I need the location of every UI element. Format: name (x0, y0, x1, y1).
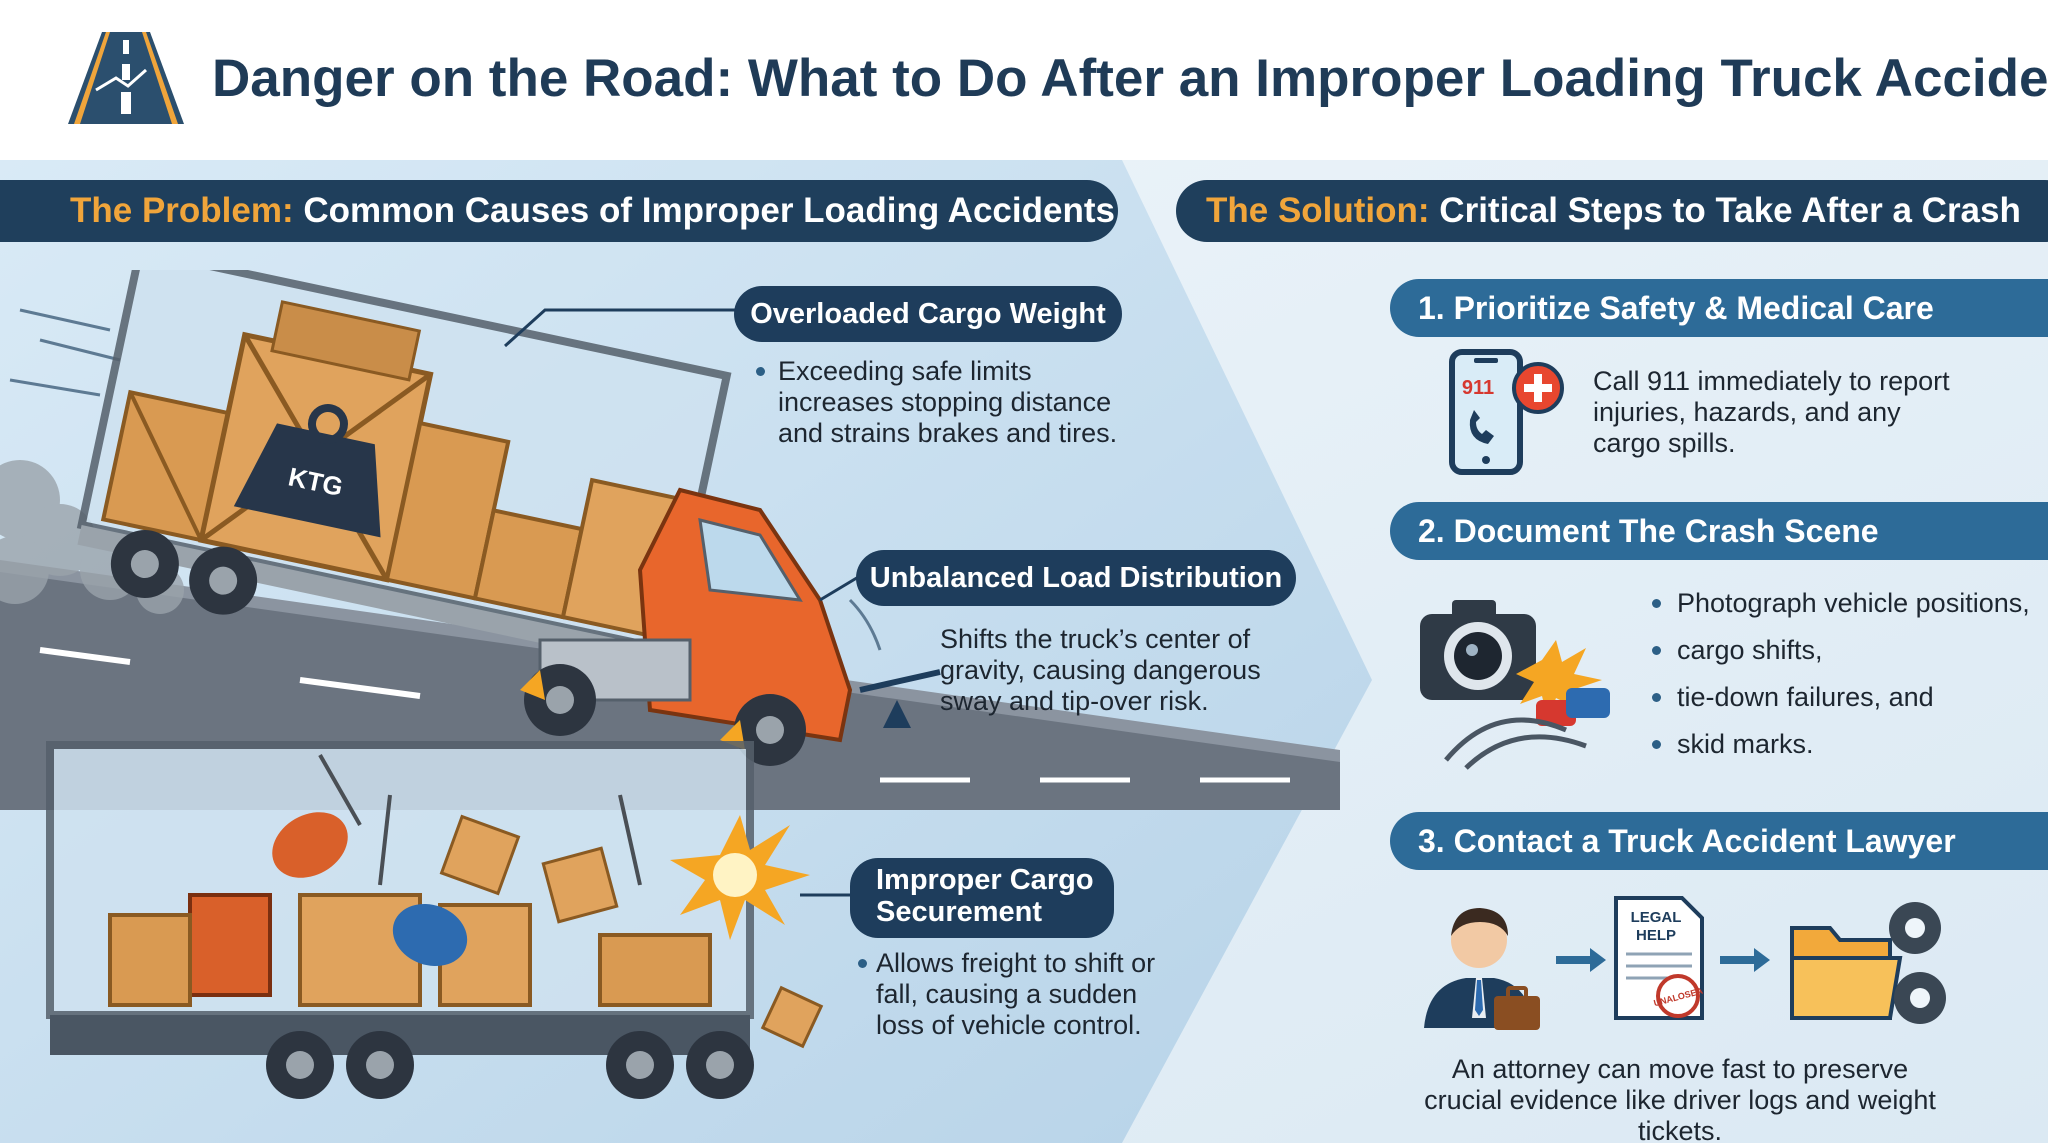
overloaded-cargo-text: Exceeding safe limits increases stopping… (778, 356, 1118, 448)
overloaded-truck-illustration: KTG (0, 270, 1340, 810)
bullet (756, 367, 765, 376)
balance-icon (848, 598, 941, 728)
header: Danger on the Road: What to Do After an … (0, 0, 2048, 160)
bullet (858, 959, 867, 968)
bullet (1652, 740, 1661, 749)
unbalanced-load-text: Shifts the truck’s center of gravity, ca… (940, 624, 1261, 716)
bullet (1652, 599, 1661, 608)
cargo-securement-title-line2: Securement (876, 896, 1043, 928)
solution-banner-accent: The Solution: (1206, 191, 1430, 230)
road-icon (68, 32, 184, 124)
step-3-text: An attorney can move fast to preserve cr… (1424, 1054, 1936, 1143)
unbalanced-load-title: Unbalanced Load Distribution (856, 550, 1296, 606)
problem-banner-accent: The Problem: (70, 191, 294, 230)
doc-label-2: HELP (1636, 927, 1676, 944)
evidence-folder-icon (1790, 902, 1946, 1024)
step-1-banner: 1. Prioritize Safety & Medical Care (1390, 279, 2048, 337)
lawyer-process-illustration: LEGAL HELP UNALOSEA (1424, 896, 1946, 1030)
problem-banner-text: Common Causes of Improper Loading Accide… (293, 191, 1115, 230)
overloaded-cargo-title: Overloaded Cargo Weight (734, 286, 1122, 342)
step-2-banner: 2. Document The Crash Scene (1390, 502, 2048, 560)
bullet (1652, 646, 1661, 655)
solution-banner: The Solution: Critical Steps to Take Aft… (1176, 180, 2048, 242)
problem-banner: The Problem: Common Causes of Improper L… (0, 180, 1118, 242)
unsecured-cargo-illustration (46, 741, 850, 1099)
cargo-securement-title-line1: Improper Cargo (876, 864, 1094, 896)
step-2-bullet-4: skid marks. (1677, 729, 1814, 759)
doc-label-1: LEGAL (1631, 909, 1682, 926)
truck-cab (520, 487, 853, 766)
legal-document-icon: LEGAL HELP UNALOSEA (1614, 896, 1704, 1020)
cargo-securement-title: Improper Cargo Securement (850, 858, 1114, 938)
impact-burst (670, 815, 810, 940)
camera-icon (1420, 600, 1610, 770)
step-2-bullet-2: cargo shifts, (1677, 635, 1823, 665)
step-2-bullet-1: Photograph vehicle positions, (1677, 588, 2030, 618)
step-1-text: Call 911 immediately to report injuries,… (1593, 366, 1950, 458)
bullet (1652, 693, 1661, 702)
phone-911-label: 911 (1462, 377, 1494, 399)
step-2-bullet-3: tie-down failures, and (1677, 682, 1934, 712)
cargo-securement-text: Allows freight to shift or fall, causing… (876, 948, 1156, 1040)
lawyer-icon (1424, 908, 1540, 1030)
solution-banner-text: Critical Steps to Take After a Crash (1429, 191, 2021, 230)
step-3-banner: 3. Contact a Truck Accident Lawyer (1390, 812, 2048, 870)
phone-911-icon: 911 (1449, 349, 1564, 475)
page-title: Danger on the Road: What to Do After an … (212, 49, 2048, 108)
